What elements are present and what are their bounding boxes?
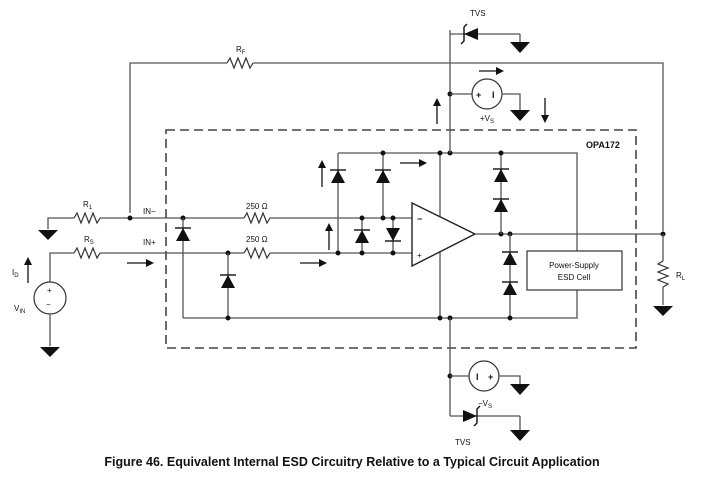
diode-icon — [331, 170, 345, 183]
vin-label: VIN — [14, 304, 25, 315]
diode-icon — [386, 228, 400, 241]
negative-supply-source — [468, 360, 500, 392]
current-arrow-icon — [325, 223, 333, 231]
vs-pos-label: +VS — [480, 114, 494, 125]
ground-icon — [510, 42, 530, 53]
vs-neg-label: −VS — [478, 399, 492, 410]
diode-icon — [221, 275, 235, 288]
load-resistor: RL — [653, 234, 686, 316]
current-arrow-icon — [319, 259, 327, 267]
id-label: ID — [12, 268, 19, 279]
diode-icon — [494, 169, 508, 182]
internal-in-plus: 250 Ω — [225, 235, 412, 267]
input-clamp-diodes — [318, 150, 427, 256]
diode-icon — [376, 170, 390, 183]
tvs-bottom-label: TVS — [455, 438, 471, 447]
current-arrow-icon — [419, 159, 427, 167]
svg-text:I: I — [476, 372, 479, 382]
power-supply-esd-cell: Power-Supply ESD Cell — [526, 250, 623, 291]
svg-text:−: − — [46, 300, 51, 309]
diode-icon — [503, 252, 517, 265]
svg-text:−: − — [417, 214, 422, 224]
in-minus-label: IN− — [143, 207, 156, 216]
r1-branch: R1 IN− — [38, 200, 183, 240]
in-plus-label: IN+ — [143, 238, 156, 247]
left-esd-diodes — [175, 152, 578, 321]
current-arrow-icon — [496, 67, 504, 75]
device-label: OPA172 — [586, 140, 620, 150]
svg-text:+: + — [417, 251, 422, 260]
current-arrow-icon — [318, 160, 326, 168]
rs-label: RS — [84, 235, 94, 246]
current-arrow-icon — [541, 115, 549, 123]
diode-icon — [176, 228, 190, 241]
svg-text:+: + — [488, 372, 493, 382]
diode-icon — [494, 199, 508, 212]
r1-label: R1 — [83, 200, 93, 211]
res-250-top-label: 250 Ω — [246, 202, 268, 211]
op-amp: − + — [411, 201, 666, 268]
current-arrow-icon — [433, 98, 441, 106]
res-250-bottom-label: 250 Ω — [246, 235, 268, 244]
ground-icon — [38, 230, 58, 240]
svg-text:+: + — [47, 286, 52, 295]
diode-icon — [503, 282, 517, 295]
input-source: + − ID VIN RS IN+ — [12, 235, 228, 357]
current-arrow-icon — [24, 257, 32, 265]
svg-text:+: + — [476, 90, 481, 100]
svg-text:ESD Cell: ESD Cell — [558, 273, 591, 282]
tvs-diode-icon — [463, 410, 477, 422]
feedback-path: RF — [129, 45, 664, 231]
internal-in-minus: 250 Ω — [180, 202, 412, 225]
ground-icon — [510, 430, 530, 441]
ground-icon — [510, 384, 530, 395]
diode-icon — [355, 230, 369, 243]
figure-caption: Figure 46. Equivalent Internal ESD Circu… — [104, 455, 600, 469]
ground-icon — [510, 110, 530, 121]
opa172-boundary — [165, 129, 637, 349]
output-esd-diodes — [493, 150, 518, 321]
svg-text:Power-Supply: Power-Supply — [549, 261, 599, 270]
ground-icon — [653, 306, 673, 316]
rf-label: RF — [236, 45, 246, 56]
svg-text:I: I — [492, 90, 495, 100]
tvs-top-label: TVS — [470, 9, 486, 18]
tvs-diode-icon — [464, 28, 478, 40]
current-arrow-icon — [146, 259, 154, 267]
negative-supply: I + −VS TVS — [447, 360, 530, 447]
rl-label: RL — [676, 271, 686, 282]
ground-icon — [40, 347, 60, 357]
positive-supply: TVS + I +VS — [433, 9, 549, 125]
